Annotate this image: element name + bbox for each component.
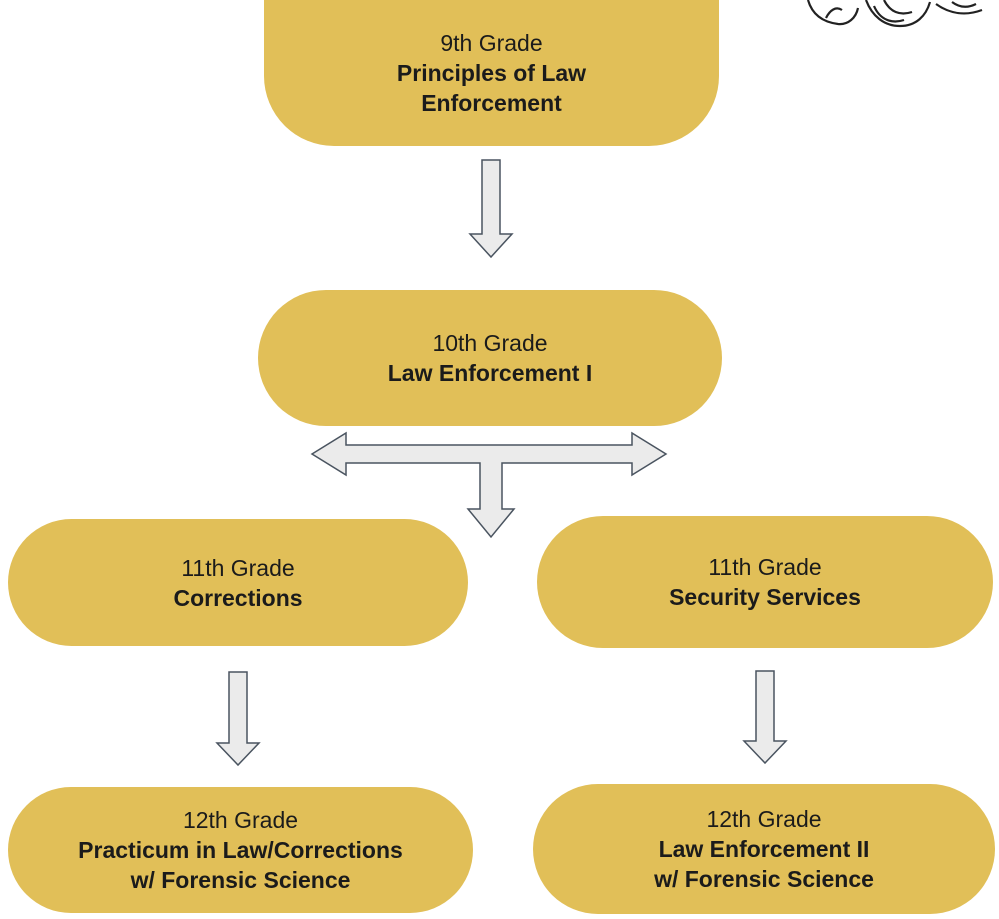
branch-arrow-10-to-11	[310, 431, 668, 539]
node-grade-label: 12th Grade	[182, 807, 299, 833]
node-course-line: Practicum in Law/Corrections	[78, 837, 403, 863]
node-course-line: Enforcement	[421, 90, 562, 116]
node-course-line: Principles of Law	[396, 60, 587, 86]
node-10th-grade: 10th Grade Law Enforcement I	[258, 290, 722, 426]
node-grade-label: 11th Grade	[181, 554, 295, 581]
node-grade-label: 11th Grade	[708, 554, 822, 580]
node-grade-label: 9th Grade	[440, 30, 543, 56]
node-11th-grade-security: 11th Grade Security Services	[537, 516, 993, 648]
node-grade-label: 10th Grade	[432, 330, 548, 356]
down-arrow-11b-to-12b	[742, 670, 788, 765]
down-arrow-9-to-10	[468, 159, 514, 259]
node-course-line: Corrections	[173, 584, 303, 611]
node-course-line: Law Enforcement II	[658, 836, 870, 862]
node-12th-grade-law-enforcement-ii: 12th Grade Law Enforcement II w/ Forensi…	[533, 784, 995, 914]
down-arrow-11a-to-12a	[215, 671, 261, 767]
node-12th-grade-practicum: 12th Grade Practicum in Law/Corrections …	[8, 787, 473, 913]
node-course-line: Law Enforcement I	[387, 360, 593, 386]
node-course-line: w/ Forensic Science	[654, 866, 874, 892]
node-9th-grade: 9th Grade Principles of Law Enforcement	[264, 0, 719, 146]
node-grade-label: 12th Grade	[706, 806, 822, 832]
node-course-line: w/ Forensic Science	[130, 867, 351, 893]
node-11th-grade-corrections: 11th Grade Corrections	[8, 519, 468, 646]
node-course-line: Security Services	[669, 584, 861, 610]
